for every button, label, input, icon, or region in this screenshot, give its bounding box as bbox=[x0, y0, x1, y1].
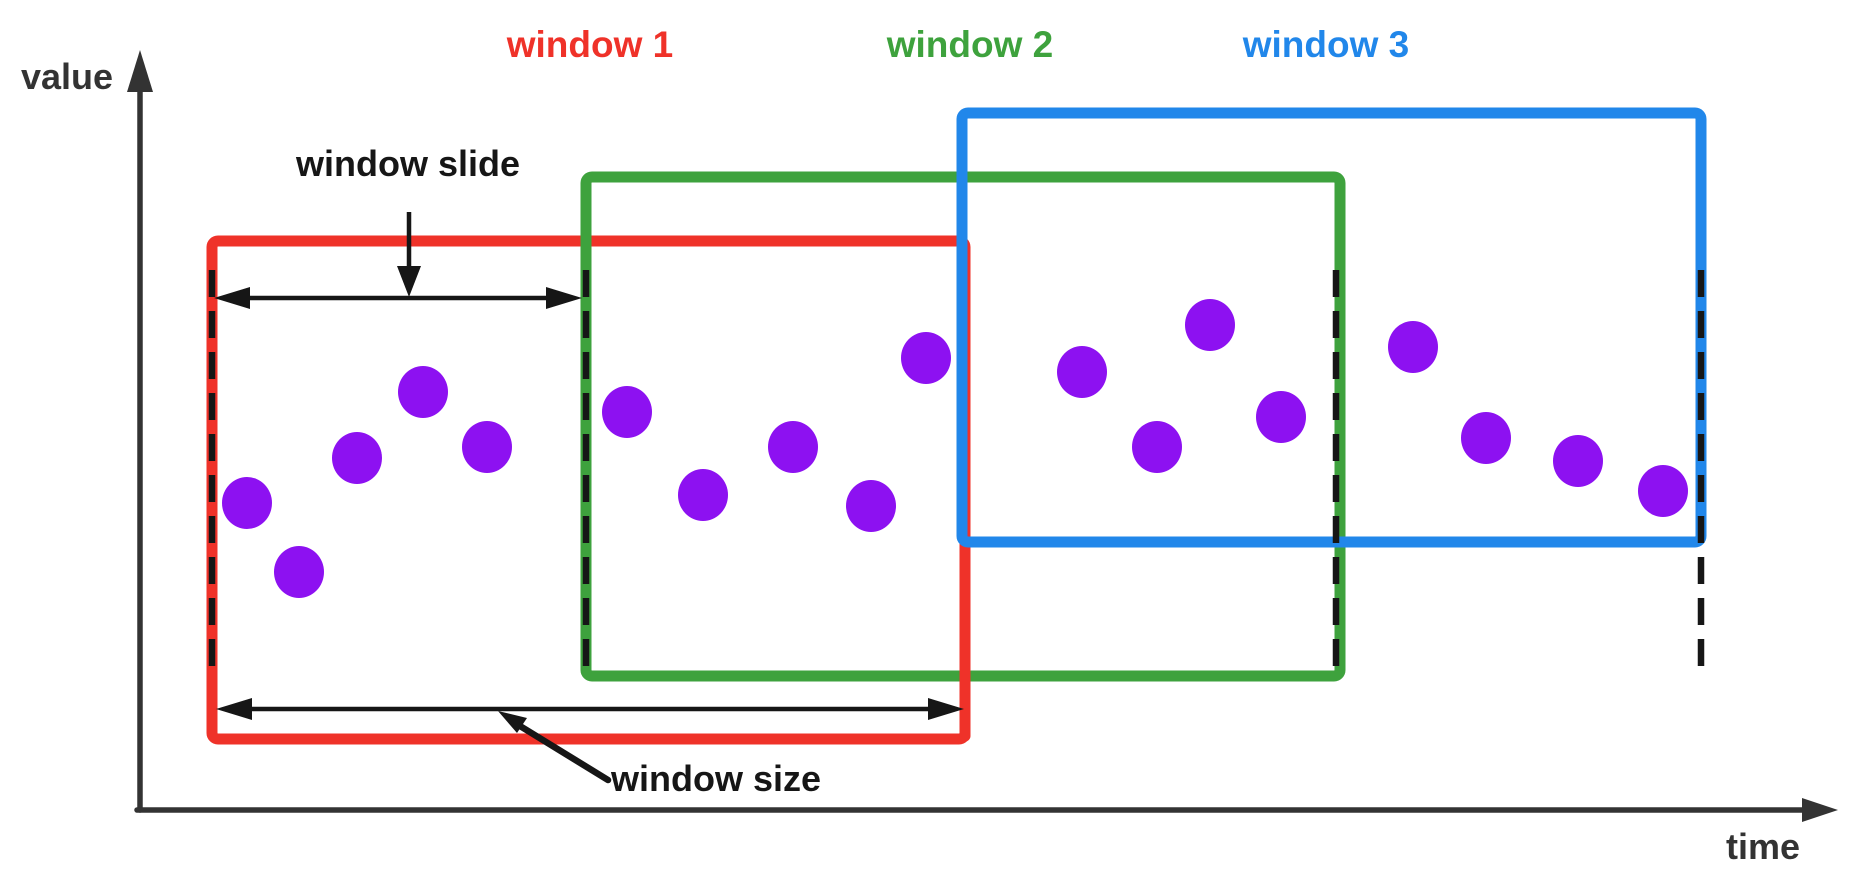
data-point-dot bbox=[602, 386, 652, 438]
y-axis-label: value bbox=[21, 56, 113, 97]
data-point-dot bbox=[1461, 412, 1511, 464]
data-point-dot bbox=[1388, 321, 1438, 373]
window-slide-label: window slide bbox=[295, 143, 520, 184]
data-point-dot bbox=[462, 421, 512, 473]
window-size-annotation: window size bbox=[216, 698, 964, 799]
data-point-dot bbox=[1553, 435, 1603, 487]
window-boundary-dashed-lines bbox=[208, 270, 1705, 670]
window-slide-annotation: window slide bbox=[214, 143, 582, 309]
data-point-dot bbox=[1057, 346, 1107, 398]
window-slide-pointer-arrowhead-icon bbox=[397, 266, 421, 297]
data-point-dot bbox=[222, 477, 272, 529]
data-point-dot bbox=[1185, 299, 1235, 351]
data-point-dot bbox=[678, 469, 728, 521]
data-point-dot bbox=[846, 480, 896, 532]
y-axis: value bbox=[21, 50, 153, 813]
data-point-dot bbox=[398, 366, 448, 418]
data-point-dot bbox=[1638, 465, 1688, 517]
window-2-title: window 2 bbox=[886, 24, 1054, 65]
window-slide-left-arrowhead-icon bbox=[214, 287, 250, 309]
data-points bbox=[222, 299, 1688, 598]
x-axis-arrowhead-icon bbox=[1802, 798, 1838, 822]
window-size-label: window size bbox=[610, 758, 821, 799]
data-point-dot bbox=[274, 546, 324, 598]
window-1-title: window 1 bbox=[506, 24, 674, 65]
window-size-left-arrowhead-icon bbox=[216, 698, 252, 720]
data-point-dot bbox=[901, 332, 951, 384]
y-axis-arrowhead-icon bbox=[127, 50, 153, 92]
x-axis-label: time bbox=[1726, 826, 1800, 867]
window-size-right-arrowhead-icon bbox=[928, 698, 964, 720]
data-point-dot bbox=[1256, 391, 1306, 443]
data-point-dot bbox=[332, 432, 382, 484]
data-point-dot bbox=[1132, 421, 1182, 473]
data-point-dot bbox=[768, 421, 818, 473]
window-title-labels: window 1 window 2 window 3 bbox=[506, 24, 1410, 65]
window-size-pointer-arrowhead-icon bbox=[498, 711, 527, 733]
window-size-pointer-line bbox=[516, 722, 612, 784]
x-axis: time bbox=[134, 798, 1838, 867]
window-3-title: window 3 bbox=[1242, 24, 1410, 65]
window-slide-right-arrowhead-icon bbox=[546, 287, 582, 309]
